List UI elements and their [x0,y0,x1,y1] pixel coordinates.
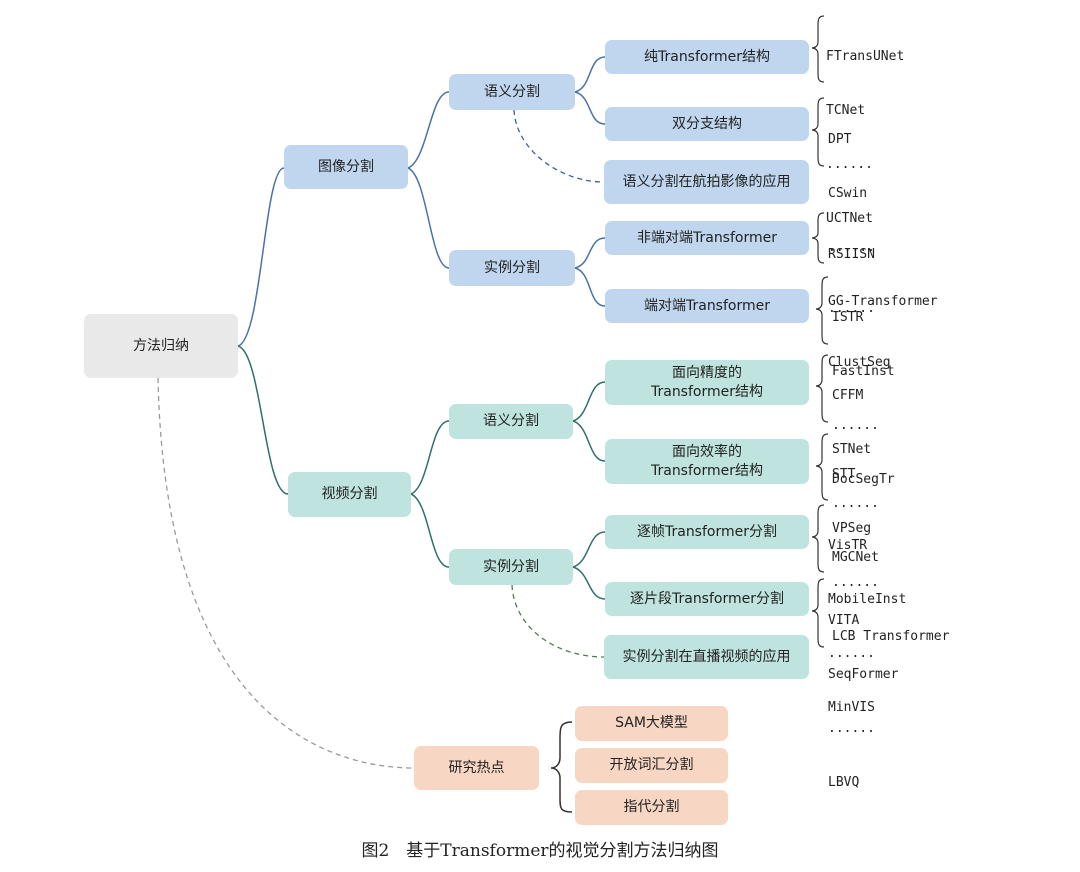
video-segmentation-node: 视频分割 [288,472,411,517]
ref-item: ...... [828,721,875,736]
brace-non-e2e [811,212,825,264]
e2e-transformer-node: 端对端Transformer [605,289,809,323]
instance-live-app-node: 实例分割在直播视频的应用 [604,635,809,679]
edge-root-image [237,167,285,347]
frame-transformer-node: 逐帧Transformer分割 [605,515,809,549]
refs-non-e2e: RSIISN ...... ClustSeg [828,210,891,408]
efficiency-line2: Transformer结构 [650,462,763,479]
edge-vinst-frame [572,531,606,568]
figure-caption: 图2 基于Transformer的视觉分割方法归纳图 [361,841,719,861]
ref-item: ...... [828,301,875,316]
ref-item: TCNet [826,103,866,118]
accuracy-transformer-node: 面向精度的 Transformer结构 [605,360,809,405]
edge-iinst-e2e [574,267,606,307]
ref-item: MGCNet [832,550,879,565]
edge-isem-dual [574,91,606,125]
brace-frame [811,504,825,573]
ref-item: ...... [832,575,879,590]
ref-item: ...... [832,418,879,433]
image-semantic-node: 语义分割 [449,74,575,110]
hotspot-open-vocab: 开放词汇分割 [575,748,728,783]
edge-isem-app [513,109,605,183]
edge-iinst-non-e2e [574,237,606,269]
clip-transformer-node: 逐片段Transformer分割 [605,582,809,616]
edge-vsem-efficiency [572,420,606,462]
efficiency-line1: 面向效率的 [672,443,742,460]
ref-item: LBVQ [828,775,860,790]
ref-item: VITA [828,613,860,628]
ref-item: ISTR [832,310,864,325]
ref-item: MobileInst [828,592,907,607]
accuracy-line2: Transformer结构 [650,383,763,400]
brace-clip [811,578,825,648]
ref-item: UCTNet [826,211,873,226]
ref-item: ...... [828,240,875,255]
edge-isem-pure [574,56,606,93]
ref-item: SeqFormer [828,667,899,682]
refs-efficiency: STT VPSeg ...... LCB Transformer [832,430,949,682]
ref-item: CSwin [828,186,868,201]
ref-item: FTransUNet [826,49,905,64]
hotspots-node: 研究热点 [414,746,539,790]
ref-item: CFFM [832,388,864,403]
ref-item: ...... [832,496,879,511]
edge-root-video [237,345,289,495]
ref-item: FastInst [832,364,895,379]
hotspot-brace [550,721,573,813]
ref-item: LCB Transformer [832,629,950,644]
edge-vinst-clip [572,566,606,600]
refs-frame: VisTR MobileInst ...... MinVIS [828,501,906,753]
refs-pure: FTransUNet TCNet ...... UCTNet [826,12,904,264]
edge-image-instance [407,167,450,269]
efficiency-transformer-node: 面向效率的 Transformer结构 [605,439,809,484]
brace-efficiency [815,433,829,501]
video-semantic-node: 语义分割 [449,404,573,439]
refs-accuracy: CFFM STNet ...... MGCNet [832,351,879,603]
ref-item: RSIISN [828,247,875,262]
accuracy-line1: 面向精度的 [672,364,742,381]
brace-dual [811,97,825,167]
edge-image-semantic [407,91,450,169]
image-segmentation-node: 图像分割 [284,145,408,189]
refs-e2e: ISTR FastInst ...... DocSegTr [832,273,895,525]
edge-vinst-app [511,584,605,658]
pure-transformer-node: 纯Transformer结构 [605,40,809,74]
image-instance-node: 实例分割 [449,250,575,286]
non-e2e-transformer-node: 非端对端Transformer [605,221,809,255]
dual-branch-node: 双分支结构 [605,107,809,141]
video-instance-node: 实例分割 [449,549,573,585]
edge-vsem-accuracy [572,381,606,422]
ref-item: STT [832,467,856,482]
edge-video-semantic [410,420,450,495]
refs-clip: VITA SeqFormer ...... LBVQ [828,576,898,828]
brace-accuracy [815,354,829,423]
hotspot-sam: SAM大模型 [575,706,728,741]
brace-e2e [815,276,829,345]
refs-dual: DPT CSwin ...... GG-Transformer [828,95,938,347]
ref-item: VPSeg [832,521,872,536]
edge-video-instance [410,493,450,568]
brace-pure [811,15,825,83]
root-node: 方法归纳 [84,314,238,378]
ref-item: DPT [828,132,852,147]
ref-item: ...... [828,646,875,661]
ref-item: GG-Transformer [828,294,938,309]
ref-item: ClustSeg [828,355,891,370]
edge-root-hotspots [157,377,415,769]
hotspot-referring: 指代分割 [575,790,728,825]
ref-item: VisTR [828,538,868,553]
ref-item: ...... [826,157,873,172]
ref-item: MinVIS [828,700,875,715]
semantic-aerial-app-node: 语义分割在航拍影像的应用 [604,160,809,204]
ref-item: STNet [832,442,872,457]
ref-item: DocSegTr [832,472,895,487]
